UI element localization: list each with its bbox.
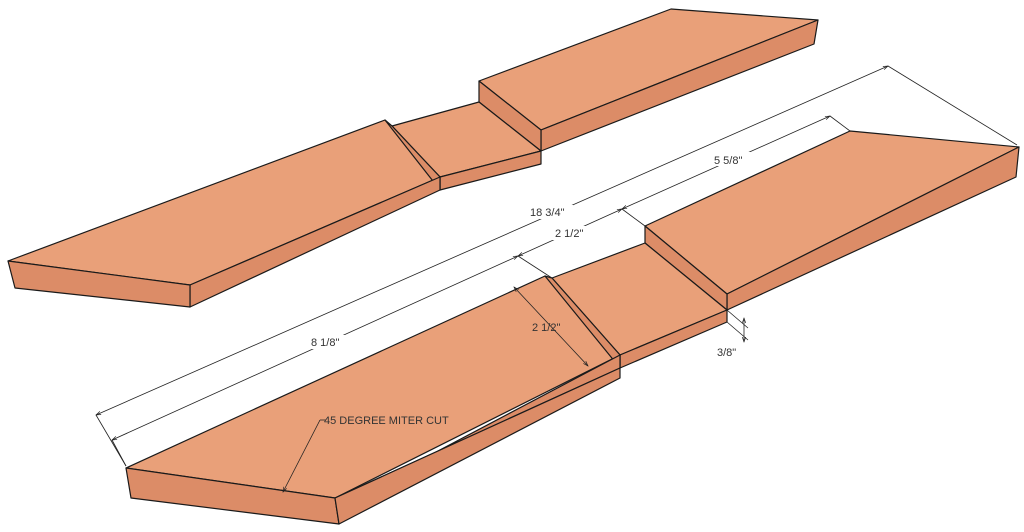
dim-depth-extension-bottom [726, 321, 749, 341]
dim-right-extension [829, 115, 851, 132]
label-right-section: 5 5/8" [714, 155, 742, 167]
dim-notch-depth-width-line [514, 287, 588, 366]
top-board-right-top-face [478, 8, 819, 131]
label-bg-left [308, 335, 348, 349]
dim-notch-extension [517, 255, 553, 279]
dim-depth-extension-top [726, 309, 749, 329]
label-notch-depth: 3/8" [717, 347, 736, 359]
dim-right-extension-left [621, 208, 646, 227]
label-overall-length: 18 3/4" [530, 207, 565, 219]
label-notch-depth-width: 2 1/2" [532, 322, 560, 334]
dim-overall-extension-right [887, 65, 1018, 146]
bottom-board-left-top-face [125, 275, 621, 499]
label-bg-notch [552, 226, 592, 240]
label-miter-cut: 45 DEGREE MITER CUT [324, 415, 449, 427]
bottom-board-right-top-face [644, 130, 1020, 295]
top-board-left-top-face [7, 119, 441, 286]
label-notch-width: 2 1/2" [555, 228, 583, 240]
label-bg-right [712, 152, 752, 166]
label-left-section: 8 1/8" [311, 337, 339, 349]
dim-left-extension [111, 439, 127, 467]
dimension-labels: 18 3/4" 5 5/8" 2 1/2" 8 1/8" 2 1/2" 3/8"… [308, 152, 752, 427]
miter-leader-line [283, 419, 321, 492]
label-bg-overall [527, 205, 573, 219]
